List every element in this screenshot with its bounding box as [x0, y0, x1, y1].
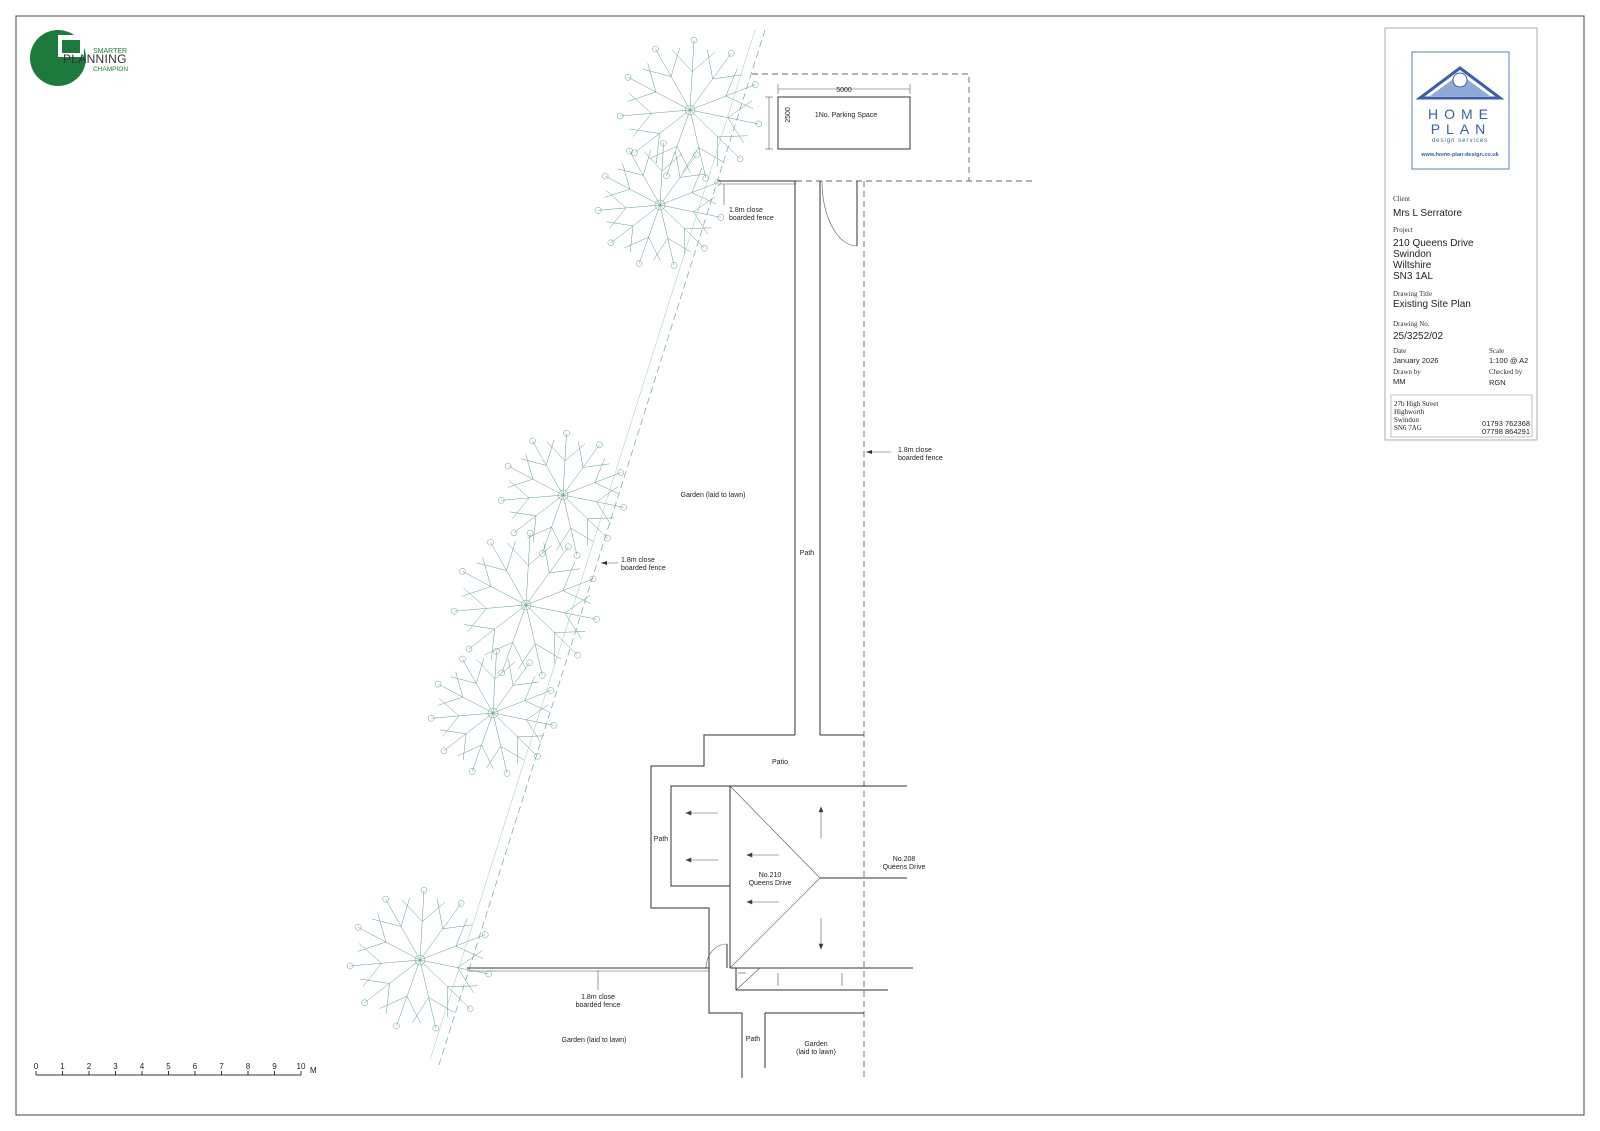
fence-label-bottom-1: 1.8m close	[581, 994, 615, 1001]
parking-space-label: 1No. Parking Space	[815, 112, 877, 119]
phone-1: 01793 762368	[1482, 419, 1530, 428]
house-210-label-1: No.210	[759, 872, 782, 879]
scale-tick-label: 2	[87, 1062, 92, 1071]
fence-label-left-2: boarded fence	[621, 565, 666, 572]
crest-icon	[1452, 72, 1468, 88]
client-caption: Client	[1393, 195, 1410, 203]
project-line-4: SN3 1AL	[1393, 271, 1433, 282]
tree-icon	[594, 139, 725, 269]
fence-label-right-2: boarded fence	[898, 455, 943, 462]
drawing-no-caption: Drawing No.	[1393, 320, 1430, 328]
checked-by-caption: Checked by	[1489, 368, 1523, 376]
scale-tick-label: 1	[60, 1062, 65, 1071]
house-208-label-2: Queens Drive	[883, 864, 926, 871]
parking-area: 5000 2500 1No. Parking Space	[752, 73, 970, 181]
address-line-1: 27b High Street	[1394, 400, 1438, 408]
scale-tick-label: 9	[272, 1062, 277, 1071]
scale-tick-label: 6	[193, 1062, 198, 1071]
logo-right-line1: HOME	[1428, 106, 1494, 122]
patio-label: Patio	[772, 759, 788, 766]
logo-right-line2: PLAN	[1431, 121, 1492, 137]
plan-labels: 1.8m close boarded fence 1.8m close boar…	[562, 207, 943, 1056]
garden-path	[794, 181, 821, 735]
parking-width-dimension: 5000	[836, 87, 852, 94]
title-block: HOME PLAN design services www.home-plan-…	[1384, 27, 1538, 441]
fence-label-top-1: 1.8m close	[729, 207, 763, 214]
scale-tick-label: 10	[297, 1062, 306, 1071]
garden-label-bottom-right-2: (laid to lawn)	[796, 1049, 836, 1056]
fence-label-left-1: 1.8m close	[621, 557, 655, 564]
drawn-by-value: MM	[1393, 377, 1406, 386]
house-outline	[650, 734, 913, 1078]
logo-left-line2: PLANNING	[63, 52, 127, 66]
fence-label-right-1: 1.8m close	[898, 447, 932, 454]
tree-icon	[427, 647, 558, 777]
garden-label-bottom-right-1: Garden	[804, 1041, 827, 1048]
scale-value: 1:100 @ A2	[1489, 356, 1528, 365]
scale-bar: M 0 1 2 3 4 5 6 7 8 9 10	[34, 1062, 317, 1076]
fence-label-bottom-2: boarded fence	[576, 1002, 621, 1009]
drawing-no-value: 25/3252/02	[1393, 331, 1443, 342]
address-line-4: SN6 7AG	[1394, 424, 1422, 432]
sheet-border	[15, 15, 1585, 1116]
tree-icon	[451, 529, 600, 679]
checked-by-value: RGN	[1489, 378, 1506, 387]
house-210-label-2: Queens Drive	[749, 880, 792, 887]
address-line-2: Highworth	[1394, 408, 1425, 416]
house-208-label-1: No.208	[893, 856, 916, 863]
phone-2: 07798 864291	[1482, 427, 1530, 436]
path-label-front: Path	[746, 1036, 761, 1043]
roof-icon	[1415, 66, 1505, 100]
tree-icon	[617, 36, 762, 182]
project-line-3: Wiltshire	[1393, 260, 1432, 271]
fence-label-top-2: boarded fence	[729, 215, 774, 222]
scale-tick-label: 0	[34, 1062, 39, 1071]
scale-unit-label: M	[310, 1066, 317, 1075]
garden-label-main: Garden (laid to lawn)	[681, 492, 746, 499]
tree-icon	[497, 429, 628, 559]
logo-left-line1: SMARTER	[93, 48, 127, 55]
drawing-title-value: Existing Site Plan	[1393, 299, 1471, 310]
rear-boundary	[718, 180, 1033, 247]
project-line-2: Swindon	[1393, 249, 1431, 260]
scale-tick-label: 3	[113, 1062, 118, 1071]
scale-caption: Scale	[1489, 347, 1504, 355]
project-line-1: 210 Queens Drive	[1393, 238, 1474, 249]
tree-canopies	[347, 36, 762, 1032]
parking-depth-dimension: 2500	[785, 107, 792, 123]
drawn-by-caption: Drawn by	[1393, 368, 1421, 376]
side-boundary-right	[863, 181, 891, 1080]
path-label-side: Path	[654, 836, 669, 843]
path-label-main: Path	[800, 550, 815, 557]
home-plan-logo: HOME PLAN design services www.home-plan-…	[1411, 51, 1510, 170]
project-caption: Project	[1393, 226, 1413, 234]
logo-right-url: www.home-plan-design.co.uk	[1420, 152, 1499, 158]
fences	[467, 184, 725, 990]
smarter-planning-logo: SMARTER PLANNING CHAMPION	[30, 30, 128, 86]
scale-tick-label: 7	[219, 1062, 224, 1071]
drawing-title-caption: Drawing Title	[1393, 290, 1432, 298]
logo-left-line3: CHAMPION	[93, 66, 128, 73]
tree-icon	[347, 886, 492, 1032]
scale-tick-label: 8	[246, 1062, 251, 1071]
client-value: Mrs L Serratore	[1393, 208, 1463, 219]
date-value: January 2026	[1393, 356, 1438, 365]
garden-label-bottom-left: Garden (laid to lawn)	[562, 1037, 627, 1044]
date-caption: Date	[1393, 347, 1406, 355]
logo-right-line3: design services	[1432, 138, 1488, 144]
address-line-3: Swindon	[1394, 416, 1419, 424]
scale-tick-label: 4	[140, 1062, 145, 1071]
scale-tick-label: 5	[166, 1062, 171, 1071]
diagonal-boundary	[429, 29, 766, 1069]
